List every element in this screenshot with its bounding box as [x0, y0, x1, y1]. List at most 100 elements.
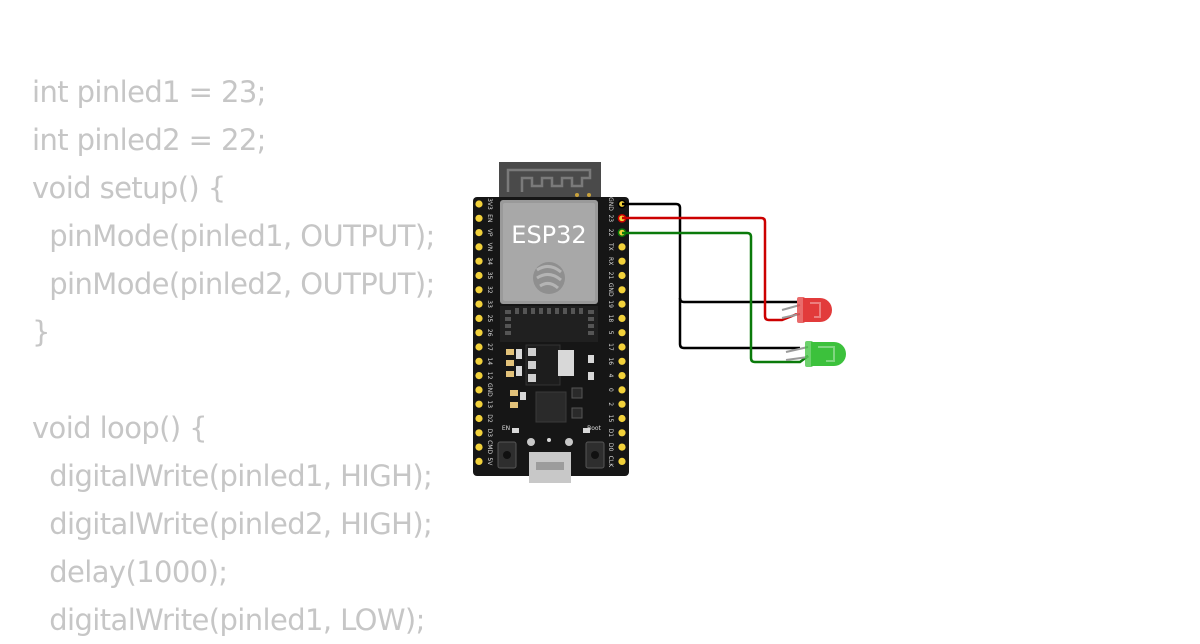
pin-label: 34 — [486, 257, 493, 265]
wires — [622, 202, 809, 364]
pin-left-d3[interactable] — [475, 429, 483, 437]
pin-label: VN — [486, 243, 493, 252]
pin-label: 23 — [607, 214, 614, 222]
pin-label: VP — [486, 229, 493, 237]
left-pin-header: 3V3ENVPVN343532332526271412GND13D2D3CMD5… — [475, 198, 493, 466]
code-line: digitalWrite(pinled2, HIGH); — [32, 507, 433, 541]
pin-label: 22 — [607, 229, 614, 237]
code-line: pinMode(pinled1, OUTPUT); — [32, 219, 435, 253]
pin-label: D1 — [607, 429, 614, 438]
espressif-logo-icon — [533, 262, 565, 294]
pin-label: 18 — [607, 315, 614, 323]
pin-right-15[interactable] — [618, 414, 626, 423]
pin-label: 33 — [486, 300, 493, 308]
code-line: } — [32, 315, 50, 349]
pin-right-0[interactable] — [618, 386, 626, 394]
code-line: delay(1000); — [32, 555, 228, 589]
pin-left-13[interactable] — [475, 400, 483, 408]
red-led[interactable] — [781, 297, 832, 323]
pin-left-33[interactable] — [475, 300, 483, 308]
pin-right-tx[interactable] — [618, 243, 626, 251]
board-label: ESP32 — [511, 221, 586, 249]
pin-right-16[interactable] — [618, 357, 626, 365]
antenna-trace — [506, 168, 592, 192]
pin-right-4[interactable] — [618, 372, 626, 380]
pin-label: 32 — [486, 286, 493, 294]
pin-label: 14 — [486, 357, 493, 365]
pin-label: 35 — [486, 272, 493, 280]
pin-right-2[interactable] — [618, 400, 626, 408]
pin-left-12[interactable] — [475, 372, 483, 380]
led-body — [803, 298, 832, 322]
antenna-module — [499, 162, 601, 202]
pin-label: D3 — [486, 429, 493, 438]
pin-left-32[interactable] — [475, 286, 483, 294]
pin-label: 13 — [486, 400, 493, 408]
pin-label: 25 — [486, 315, 493, 323]
board-components — [506, 344, 594, 442]
pin-left-5v[interactable] — [475, 457, 483, 465]
pin-label: GND — [607, 283, 614, 297]
pin-left-vp[interactable] — [475, 229, 483, 237]
pin-label: CMD — [486, 440, 493, 454]
pin-right-21[interactable] — [618, 271, 626, 280]
pin-right-18[interactable] — [618, 314, 626, 322]
pin22-wire[interactable] — [622, 231, 809, 364]
pin-right-rx[interactable] — [618, 257, 626, 265]
pin-label: 2 — [607, 402, 614, 406]
pin-label: 27 — [486, 343, 493, 351]
pin-left-en[interactable] — [475, 214, 483, 222]
pin-label: 4 — [607, 374, 614, 378]
pin-right-gnd[interactable] — [618, 286, 626, 294]
pin-label: 15 — [607, 415, 614, 423]
pin-right-d1[interactable] — [618, 429, 626, 437]
green-led[interactable] — [785, 341, 846, 367]
code-line: void loop() { — [32, 411, 208, 445]
pin-label: D0 — [607, 443, 614, 452]
esp32-board[interactable]: ESP32 — [473, 162, 629, 483]
pin-right-d0[interactable] — [618, 443, 626, 451]
pin-left-d2[interactable] — [475, 414, 483, 423]
pin-label: TX — [607, 242, 614, 251]
pin-left-vn[interactable] — [475, 243, 483, 251]
pin-left-3v3[interactable] — [475, 200, 483, 208]
pin-left-34[interactable] — [475, 257, 483, 265]
pin-left-26[interactable] — [475, 329, 483, 337]
pin-label: 5V — [486, 457, 493, 466]
pin-left-27[interactable] — [475, 343, 483, 351]
pin-left-25[interactable] — [475, 314, 483, 322]
pin-right-clk[interactable] — [618, 457, 626, 465]
pin-left-35[interactable] — [475, 271, 483, 280]
pin-label: 3V3 — [486, 198, 493, 210]
pin-label: GND — [607, 197, 614, 211]
code-line: int pinled2 = 22; — [32, 123, 266, 157]
pin-left-14[interactable] — [475, 357, 483, 365]
pin-right-5[interactable] — [618, 329, 626, 337]
pin-label: GND — [486, 383, 493, 397]
gnd-wire[interactable] — [622, 202, 800, 350]
pin-label: 0 — [607, 388, 614, 392]
pin-label: 26 — [486, 329, 493, 337]
code-line: pinMode(pinled2, OUTPUT); — [32, 267, 435, 301]
en-label: EN — [502, 425, 510, 432]
led-body — [811, 342, 846, 366]
pin-left-gnd[interactable] — [475, 386, 483, 394]
code-line: int pinled1 = 23; — [32, 75, 266, 109]
circuit-diagram: ESP32 — [473, 162, 846, 483]
gnd-wire-branch[interactable] — [678, 297, 797, 304]
pin-right-19[interactable] — [618, 300, 626, 308]
pin-label: CLK — [607, 456, 614, 469]
pin-right-17[interactable] — [618, 343, 626, 351]
pin-label: 21 — [607, 272, 614, 280]
boot-label: Boot — [587, 425, 601, 432]
pin-label: D2 — [486, 414, 493, 423]
pin-label: 5 — [607, 331, 614, 335]
pin-label: 19 — [607, 300, 614, 308]
code-line: digitalWrite(pinled1, HIGH); — [32, 459, 433, 493]
pin-label: 16 — [607, 357, 614, 365]
pin-left-cmd[interactable] — [475, 443, 483, 451]
code-listing: int pinled1 = 23;int pinled2 = 22;void s… — [32, 68, 435, 644]
pin23-wire[interactable] — [622, 216, 798, 322]
pin-label: EN — [486, 214, 493, 222]
